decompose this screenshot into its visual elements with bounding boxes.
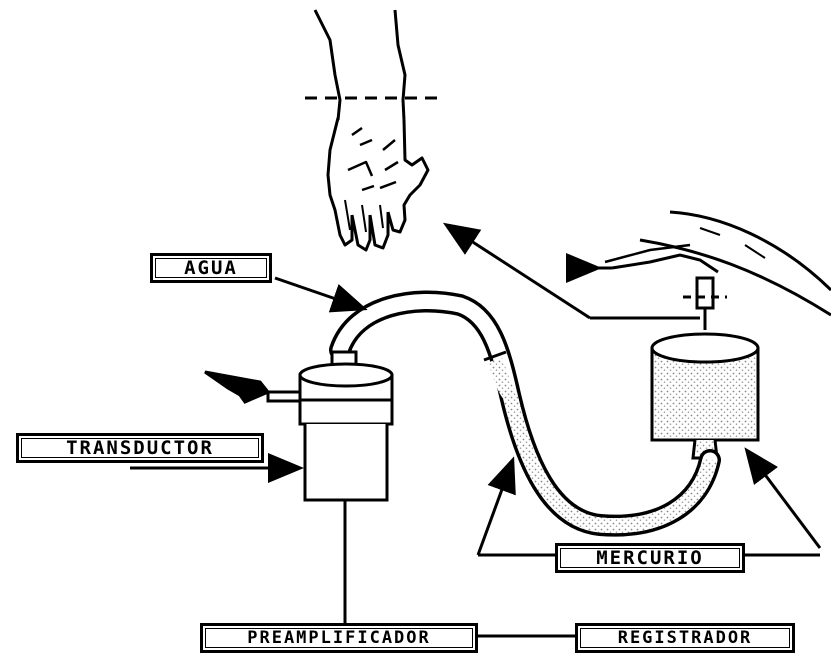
reservoir-pointer xyxy=(748,452,820,548)
label-transductor: TRANSDUCTOR xyxy=(16,433,264,463)
label-agua: AGUA xyxy=(150,253,272,283)
label-preamplificador: PREAMPLIFICADOR xyxy=(200,623,478,653)
hand-illustration xyxy=(305,10,445,250)
agua-pointer xyxy=(275,278,362,308)
mercury-reservoir xyxy=(652,334,758,458)
label-registrador: REGISTRADOR xyxy=(575,623,795,653)
transducer xyxy=(300,352,392,512)
arm-cuff-illustration xyxy=(596,212,831,330)
label-mercurio: MERCURIO xyxy=(555,543,745,573)
valve-illustration xyxy=(205,372,300,402)
mercurio-pointer-left xyxy=(478,462,512,555)
